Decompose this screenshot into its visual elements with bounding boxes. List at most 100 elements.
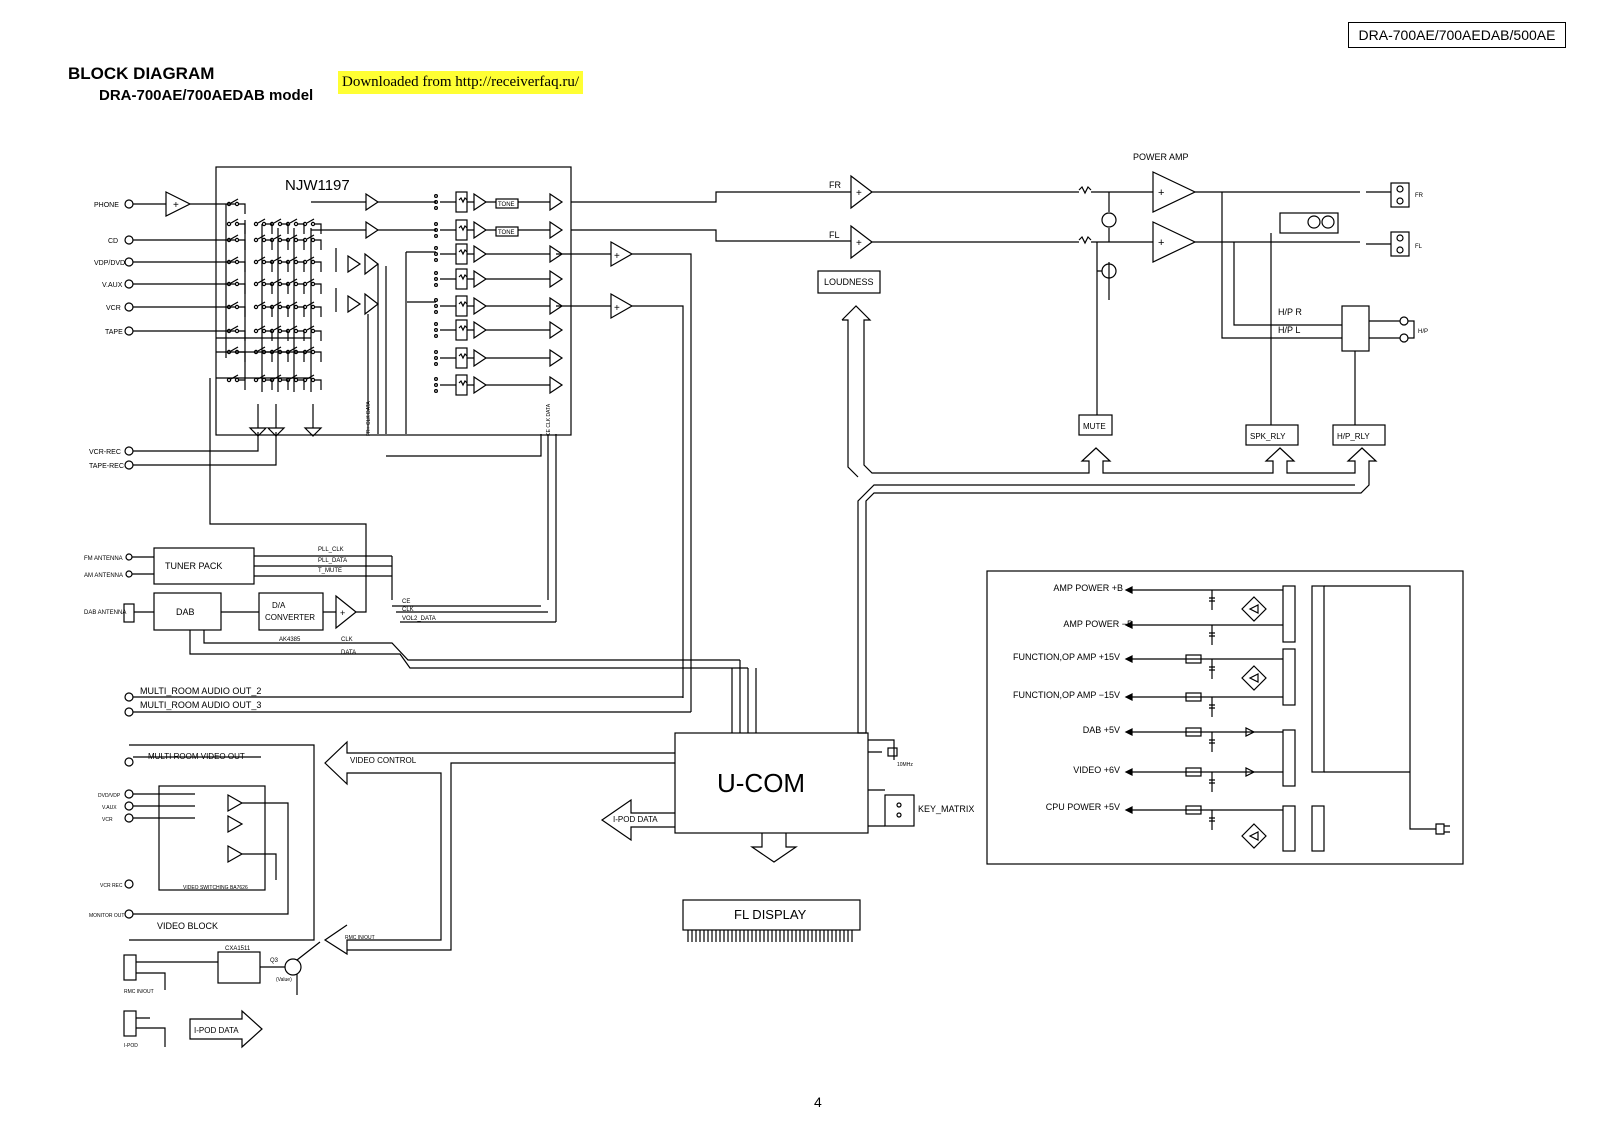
- selector-switch: [253, 256, 273, 272]
- channel-row: [434, 374, 564, 396]
- channel-row: [434, 243, 564, 265]
- rmc-ipod: RMC IN/OUT CXA1511 Q3 (Value) RMC IN/OUT…: [123, 935, 375, 1049]
- svg-text:+: +: [856, 238, 862, 249]
- label-fr: FR: [829, 180, 841, 190]
- fl-display-label: FL DISPLAY: [734, 907, 807, 922]
- njw-pins-left: FR+ CLK DATA: [366, 401, 372, 436]
- svg-text:+: +: [856, 188, 862, 199]
- input-label-vcr: VCR: [106, 305, 121, 312]
- rail-video-6v: VIDEO +6V: [1073, 765, 1120, 775]
- svg-text:+: +: [614, 251, 620, 262]
- svg-text:RMC IN/OUT: RMC IN/OUT: [124, 989, 154, 995]
- njw1197-label: NJW1197: [285, 177, 350, 194]
- page-number: 4: [814, 1094, 822, 1110]
- selector-switch: [285, 374, 305, 390]
- selector-switch: [226, 278, 246, 294]
- rail-function-neg15: FUNCTION,OP AMP −15V: [1013, 690, 1120, 700]
- svg-text:VCR: VCR: [102, 817, 113, 823]
- svg-text:RMC IN/OUT: RMC IN/OUT: [345, 935, 375, 941]
- rail-amp-power-pos: AMP POWER +B: [1053, 583, 1123, 593]
- ipod-data-right-label: I-POD DATA: [194, 1026, 239, 1035]
- loudness-box: [817, 270, 881, 294]
- svg-text:FL: FL: [1415, 244, 1423, 250]
- svg-text:T_MUTE: T_MUTE: [318, 568, 342, 574]
- channel-row: [434, 268, 564, 290]
- mute-label: MUTE: [1083, 422, 1106, 431]
- spk-rly-label: SPK_RLY: [1250, 432, 1286, 441]
- selector-switch: [253, 374, 273, 390]
- svg-text:CLK: CLK: [341, 637, 353, 643]
- selector-switch: [269, 346, 289, 362]
- rail-dab-5v: DAB +5V: [1083, 725, 1120, 735]
- rec-label-vcr: VCR-REC: [89, 449, 121, 456]
- hp-r-label: H/P R: [1278, 307, 1302, 317]
- psu-rail-circuit: [1124, 621, 1283, 645]
- svg-text:+: +: [614, 303, 620, 314]
- fl-display: FL DISPLAY: [682, 899, 861, 942]
- svg-text:+: +: [340, 608, 345, 618]
- selector-switch: [226, 301, 246, 317]
- rail-function-pos15: FUNCTION,OP AMP +15V: [1013, 652, 1120, 662]
- selector-switch: [226, 256, 246, 272]
- control-blocks: MUTE SPK_RLY H/P_RLY: [841, 305, 1386, 734]
- njw1197-block: NJW1197 FR+ CLK DATA CE CLK DATA TONE TO…: [215, 166, 692, 712]
- selector-switch: [226, 218, 246, 234]
- audio-inputs: PHONE CD VDP/DVD V.AUX VCR TAPE + VCR-RE…: [89, 191, 277, 470]
- rec-label-tape: TAPE-REC: [89, 463, 124, 470]
- svg-text:PLL_CLK: PLL_CLK: [318, 547, 344, 553]
- psu-rail-circuit: [1124, 692, 1283, 717]
- rail-amp-power-neg: AMP POWER −B: [1063, 619, 1133, 629]
- svg-text:TONE: TONE: [498, 202, 515, 208]
- selector-switch: [269, 256, 289, 272]
- selector-switch: [269, 234, 289, 250]
- front-channel-path: + + FR FL LOUDNESS: [571, 174, 1153, 294]
- svg-text:PLL_DATA: PLL_DATA: [318, 558, 347, 564]
- svg-text:CXA1511: CXA1511: [225, 946, 251, 952]
- multi-room-out2: MULTI_ROOM AUDIO OUT_2: [140, 686, 261, 696]
- selector-switch: [302, 234, 322, 250]
- selector-switch: [302, 374, 322, 390]
- svg-text:FR: FR: [1415, 193, 1424, 199]
- page-subtitle: DRA-700AE/700AEDAB model: [99, 87, 314, 104]
- svg-text:CE: CE: [402, 599, 410, 605]
- svg-text:H/P: H/P: [1418, 329, 1428, 335]
- selector-switch: [226, 374, 246, 390]
- channel-row: [434, 295, 564, 317]
- selector-switch: [269, 325, 289, 341]
- svg-text:(Value): (Value): [276, 977, 292, 983]
- selector-switch: [253, 218, 273, 234]
- svg-text:DAB ANTENNA: DAB ANTENNA: [84, 610, 126, 616]
- psu-rail-circuit: [1124, 767, 1283, 792]
- input-jacks: [124, 199, 134, 470]
- selector-switch: [302, 301, 322, 317]
- input-label-cd: CD: [108, 238, 118, 245]
- input-label-vdp-dvd: VDP/DVD: [94, 260, 125, 267]
- selector-switch: [253, 234, 273, 250]
- hp-l-label: H/P L: [1278, 325, 1300, 335]
- svg-text:V.AUX: V.AUX: [102, 805, 117, 811]
- psu-rail-circuit: [1124, 727, 1283, 752]
- psu-rail-circuit: [1124, 586, 1283, 610]
- video-control-label: VIDEO CONTROL: [350, 756, 417, 765]
- selector-switch: [253, 278, 273, 294]
- svg-text:AM ANTENNA: AM ANTENNA: [84, 573, 123, 579]
- selector-switch: [285, 325, 305, 341]
- selector-switch: [285, 346, 305, 362]
- selector-switch: [302, 346, 322, 362]
- model-tag: DRA-700AE/700AEDAB/500AE: [1348, 22, 1566, 48]
- svg-text:FM ANTENNA: FM ANTENNA: [84, 556, 123, 562]
- selector-switch: [226, 325, 246, 341]
- selector-switch: [269, 374, 289, 390]
- power-supply: AMP POWER +B AMP POWER −B FUNCTION,OP AM…: [986, 570, 1464, 865]
- psu-rail-circuit: [1124, 654, 1283, 679]
- selector-switch: [285, 301, 305, 317]
- channel-row: [434, 319, 564, 341]
- ucom-label: U-COM: [717, 768, 805, 798]
- input-label-phone: PHONE: [94, 202, 119, 209]
- input-label-tape: TAPE: [105, 329, 123, 336]
- key-matrix-label: KEY_MATRIX: [918, 804, 974, 814]
- input-label-vaux: V.AUX: [102, 282, 123, 289]
- tuner-pack-label: TUNER PACK: [165, 561, 222, 571]
- svg-text:DATA: DATA: [341, 650, 356, 656]
- svg-text:10MHz: 10MHz: [897, 762, 913, 768]
